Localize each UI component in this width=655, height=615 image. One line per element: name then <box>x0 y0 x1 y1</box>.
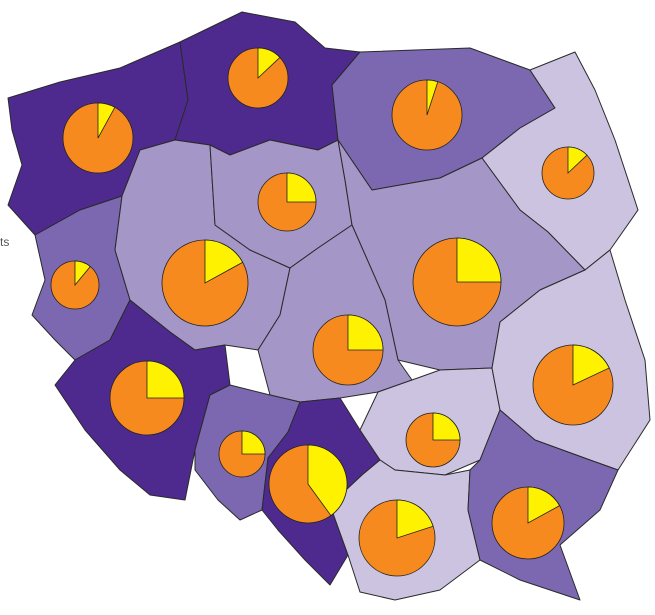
pie-podkarpackie[interactable] <box>491 486 565 560</box>
pie-slice <box>426 79 439 116</box>
pie-slice <box>527 486 561 524</box>
pie-lubuskie[interactable] <box>50 260 100 310</box>
pie-slice <box>241 430 266 455</box>
pie-slice <box>396 499 434 539</box>
pie-slice <box>257 47 281 79</box>
pie-slaskie[interactable] <box>268 444 348 524</box>
pie-slice <box>97 102 116 139</box>
pie-lubelskie[interactable] <box>532 344 614 426</box>
pie-opolskie[interactable] <box>218 430 266 478</box>
pie-kujawsko-pomorskie[interactable] <box>257 172 317 232</box>
pie-slice <box>307 444 348 517</box>
pie-slice <box>567 146 588 174</box>
pie-slice <box>432 412 461 441</box>
pie-slice <box>456 237 502 283</box>
pie-swietokrzyskie[interactable] <box>405 412 461 468</box>
pie-wielkopolskie[interactable] <box>161 239 249 327</box>
pie-slice <box>146 360 185 399</box>
pie-slice <box>572 344 610 386</box>
pie-pomorskie[interactable] <box>227 47 289 109</box>
pie-slice <box>204 239 244 284</box>
pie-slice <box>347 314 384 351</box>
pies-layer <box>50 47 614 577</box>
pie-dolnoslaskie[interactable] <box>109 360 185 436</box>
pie-mazowieckie[interactable] <box>412 237 502 327</box>
edge-text: ts <box>0 235 10 249</box>
pie-slice <box>74 260 91 287</box>
pie-zachodniopomorskie[interactable] <box>62 102 134 174</box>
pie-podlaskie[interactable] <box>541 146 595 200</box>
pie-lodzkie[interactable] <box>312 314 384 386</box>
pie-malopolskie[interactable] <box>358 499 436 577</box>
pie-warminsko-mazurskie[interactable] <box>391 79 463 151</box>
pie-slice <box>286 172 317 203</box>
